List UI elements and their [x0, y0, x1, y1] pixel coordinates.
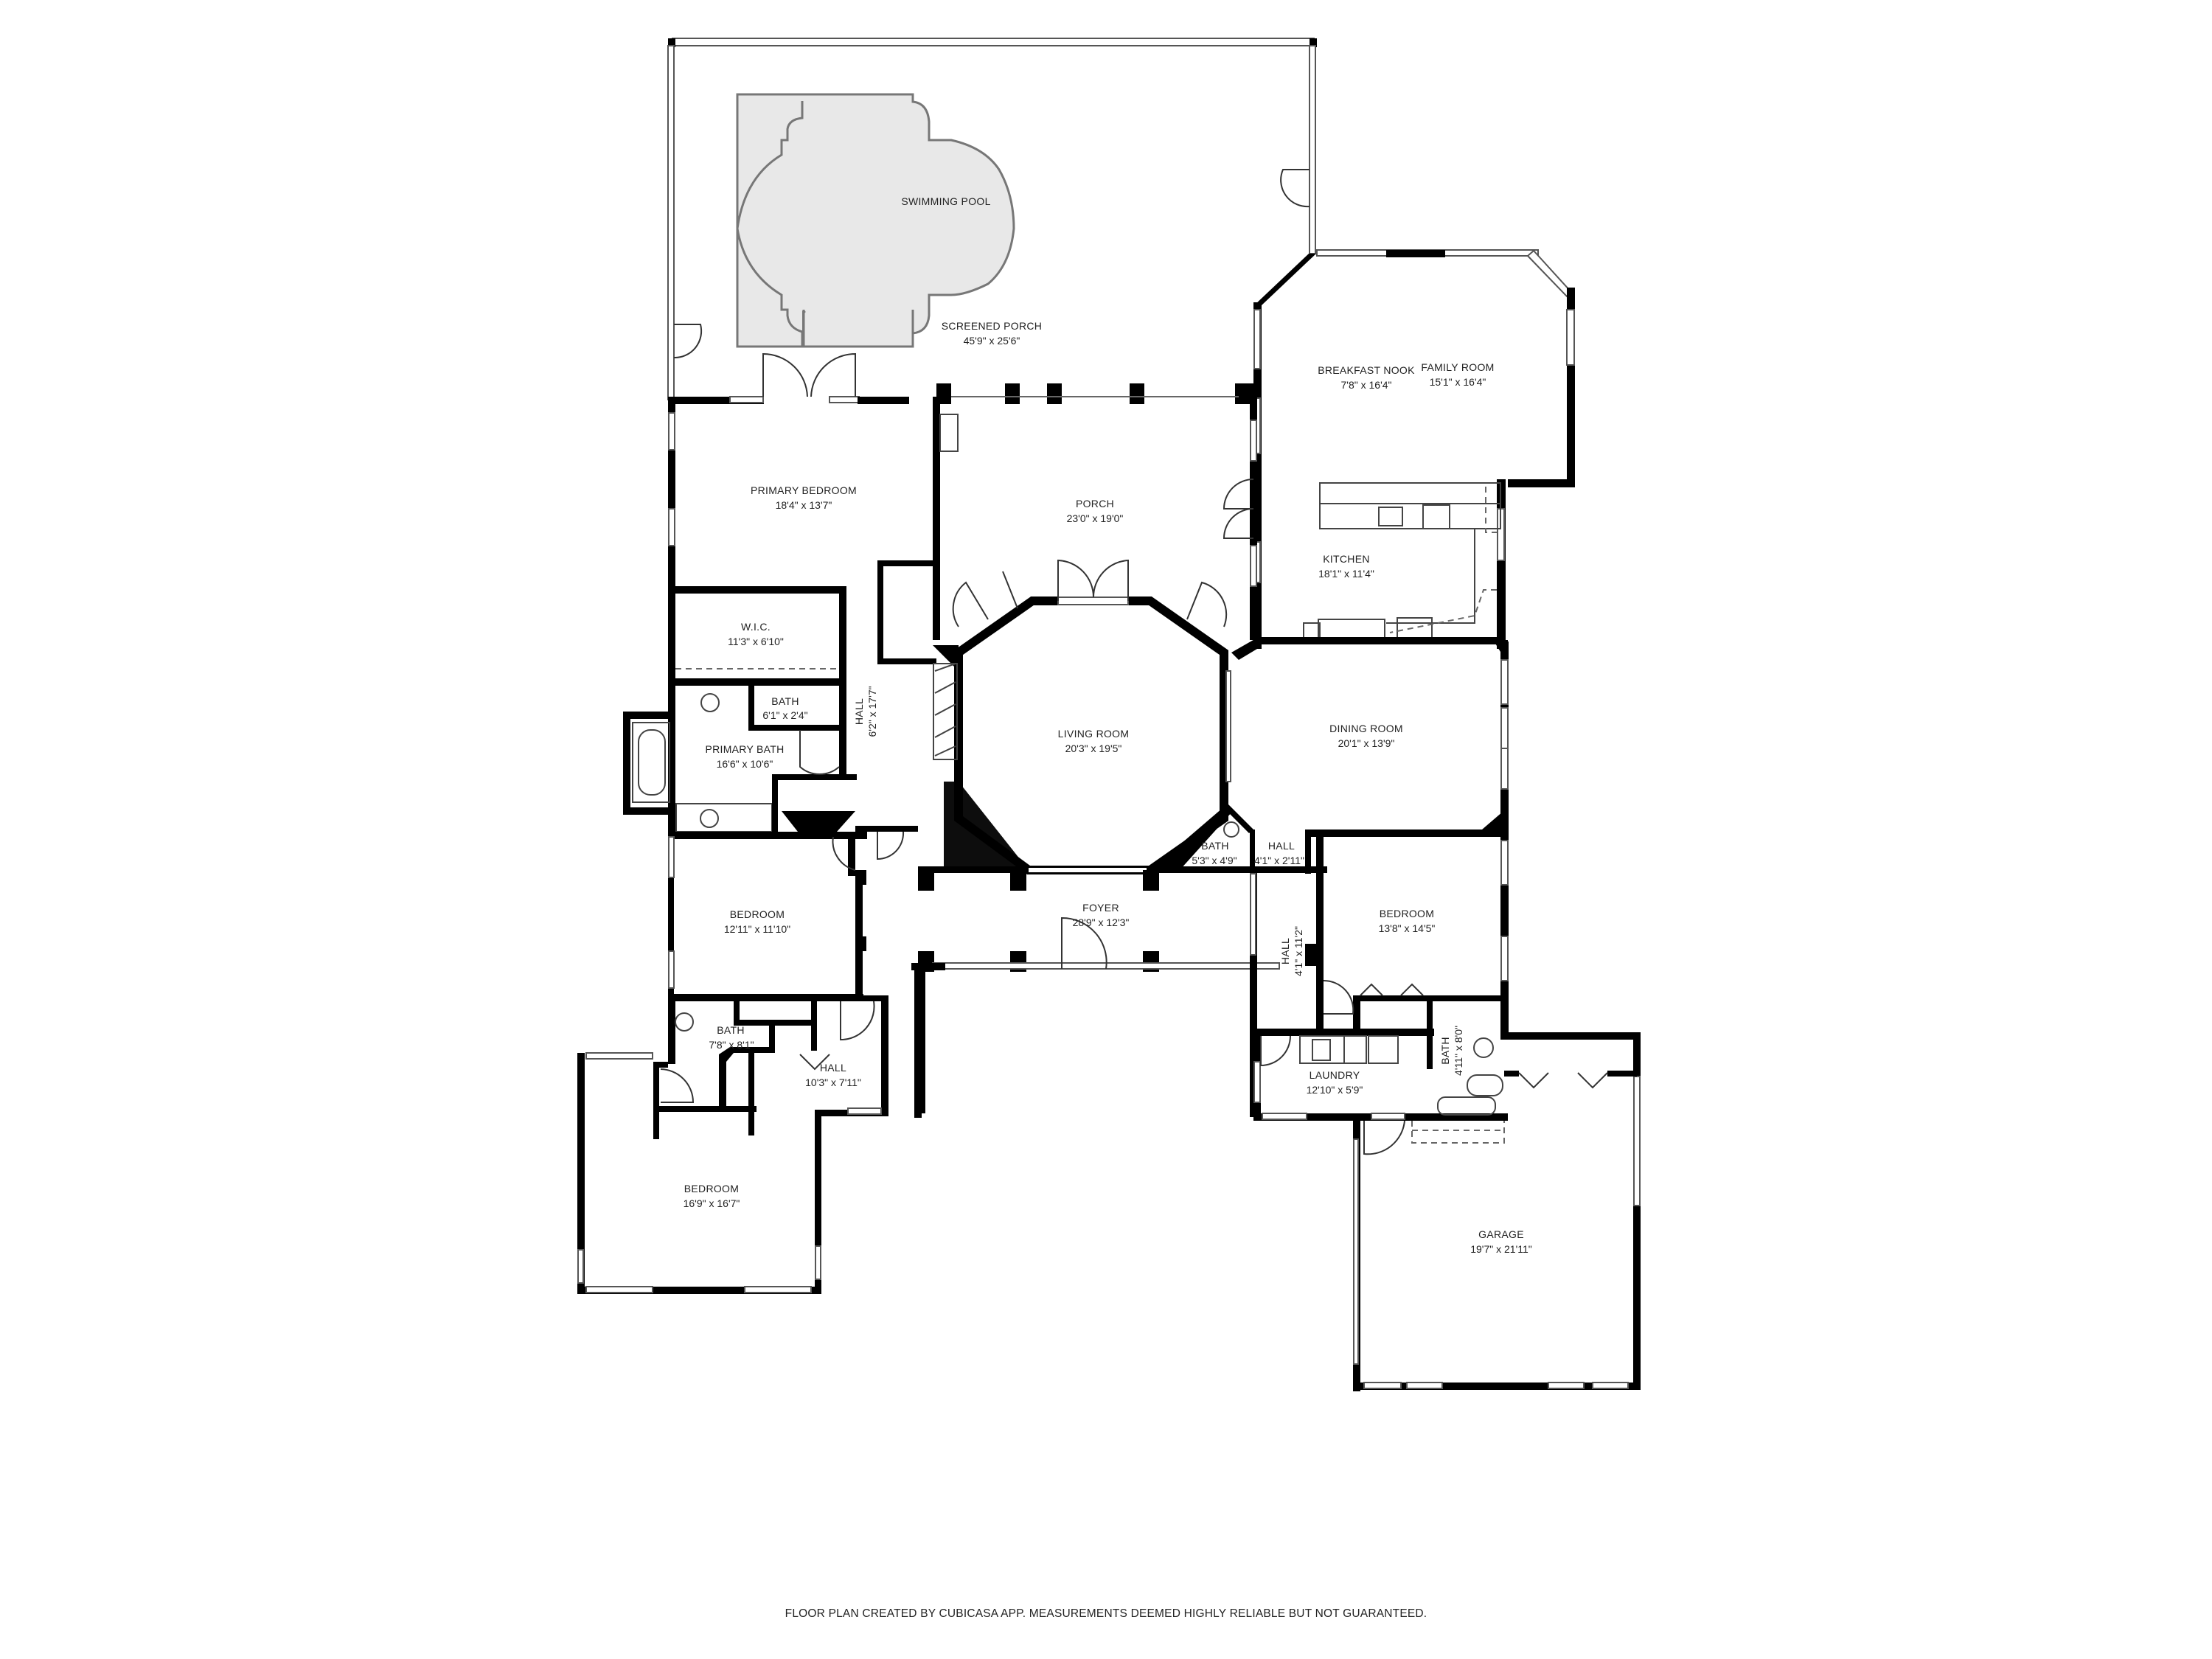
room-label-dining-room: DINING ROOM [1329, 723, 1403, 734]
room-dims-bath-east: 4'11" x 8'0" [1453, 1026, 1464, 1076]
room-dims-kitchen: 18'1" x 11'4" [1318, 568, 1374, 580]
room-label-bath-west: BATH [717, 1024, 745, 1036]
swimming-pool-shape [736, 93, 1015, 348]
room-dims-living-room: 20'3" x 19'5" [1065, 742, 1122, 754]
dining-area: DINING ROOM 20'1" x 13'9" [1231, 637, 1509, 837]
room-label-kitchen: KITCHEN [1323, 553, 1370, 565]
room-dims-primary-bedroom: 18'4" x 13'7" [776, 499, 832, 511]
room-dims-hall-east: 4'1" x 11'2" [1293, 926, 1304, 976]
garage-area: GARAGE 19'7" x 21'11" [1353, 1032, 1641, 1391]
room-label-bath-east: BATH [1439, 1037, 1451, 1065]
room-label-laundry: LAUNDRY [1310, 1069, 1360, 1081]
room-dims-foyer: 28'9" x 12'3" [1073, 917, 1130, 928]
powder-bath-hall: BATH 5'3" x 4'9" HALL 4'1" x 2'11" [1147, 804, 1327, 874]
room-label-living-room: LIVING ROOM [1058, 728, 1130, 740]
west-bedroom-wing: BEDROOM 12'11" x 11'10" BATH 7'8" x 8'1"… [653, 826, 945, 1294]
room-dims-porch: 23'0" x 19'0" [1067, 512, 1124, 524]
southwest-bedroom: BEDROOM 16'9" x 16'7" [577, 1052, 821, 1294]
room-dims-family-room: 15'1" x 16'4" [1430, 376, 1486, 388]
room-dims-bedroom-east: 13'8" x 14'5" [1379, 922, 1436, 934]
room-dims-primary-bath: 16'6" x 10'6" [717, 758, 773, 770]
room-label-breakfast-nook: BREAKFAST NOOK [1318, 364, 1415, 376]
room-label-hall-west: HALL [853, 698, 865, 725]
room-label-hall-east: HALL [1279, 938, 1291, 964]
room-label-hall-small: HALL [1268, 840, 1295, 852]
room-label-garage: GARAGE [1478, 1228, 1524, 1240]
room-label-bath-primary-wc: BATH [771, 695, 799, 707]
room-label-wic: W.I.C. [741, 621, 771, 633]
room-label-primary-bedroom: PRIMARY BEDROOM [751, 484, 857, 496]
room-label-swimming-pool: SWIMMING POOL [901, 195, 990, 207]
room-dims-hall-small: 4'1" x 2'11" [1254, 855, 1304, 866]
room-dims-breakfast-nook: 7'8" x 16'4" [1341, 379, 1392, 391]
room-dims-bedroom-southwest: 16'9" x 16'7" [684, 1197, 740, 1209]
room-dims-bath-west: 7'8" x 8'1" [709, 1039, 754, 1051]
room-label-screened-porch: SCREENED PORCH [942, 320, 1042, 332]
foyer-area: FOYER 28'9" x 12'3" [914, 866, 1280, 1118]
porch-living: PORCH 23'0" x 19'0" LIVING ROOM 20'3" x … [933, 397, 1257, 874]
room-dims-bath-primary-wc: 6'1" x 2'4" [762, 709, 807, 721]
room-dims-hall-west: 6'2" x 17'7" [866, 686, 878, 737]
room-dims-garage: 19'7" x 21'11" [1470, 1243, 1532, 1255]
room-label-family-room: FAMILY ROOM [1421, 361, 1494, 373]
room-dims-bath-powder: 5'3" x 4'9" [1192, 855, 1237, 866]
room-dims-hall-southwest: 10'3" x 7'11" [805, 1077, 861, 1088]
breakfast-family-kitchen: BREAKFAST NOOK 7'8" x 16'4" FAMILY ROOM … [1253, 249, 1575, 649]
screened-porch-area: SWIMMING POOL [667, 38, 1317, 400]
room-dims-laundry: 12'10" x 5'9" [1307, 1084, 1363, 1096]
room-label-primary-bath: PRIMARY BATH [705, 743, 784, 755]
primary-suite: PRIMARY BEDROOM 18'4" x 13'7" W.I.C. 11'… [623, 397, 940, 839]
room-dims-bedroom-west: 12'11" x 11'10" [724, 923, 790, 935]
room-label-bedroom-southwest: BEDROOM [684, 1183, 739, 1194]
footer-disclaimer: FLOOR PLAN CREATED BY CUBICASA APP. MEAS… [785, 1607, 1427, 1620]
room-label-porch: PORCH [1076, 498, 1114, 509]
room-label-bath-powder: BATH [1201, 840, 1229, 852]
room-label-foyer: FOYER [1082, 902, 1119, 914]
room-label-bedroom-west: BEDROOM [730, 908, 785, 920]
room-dims-wic: 11'3" x 6'10" [728, 636, 784, 647]
room-label-hall-southwest: HALL [820, 1062, 846, 1074]
room-dims-dining-room: 20'1" x 13'9" [1338, 737, 1395, 749]
east-wing: LAUNDRY 12'10" x 5'9" HALL 4'1" x 11'2" … [1250, 830, 1509, 1121]
room-label-bedroom-east: BEDROOM [1380, 908, 1434, 919]
room-dims-screened-porch: 45'9" x 25'6" [964, 335, 1020, 347]
